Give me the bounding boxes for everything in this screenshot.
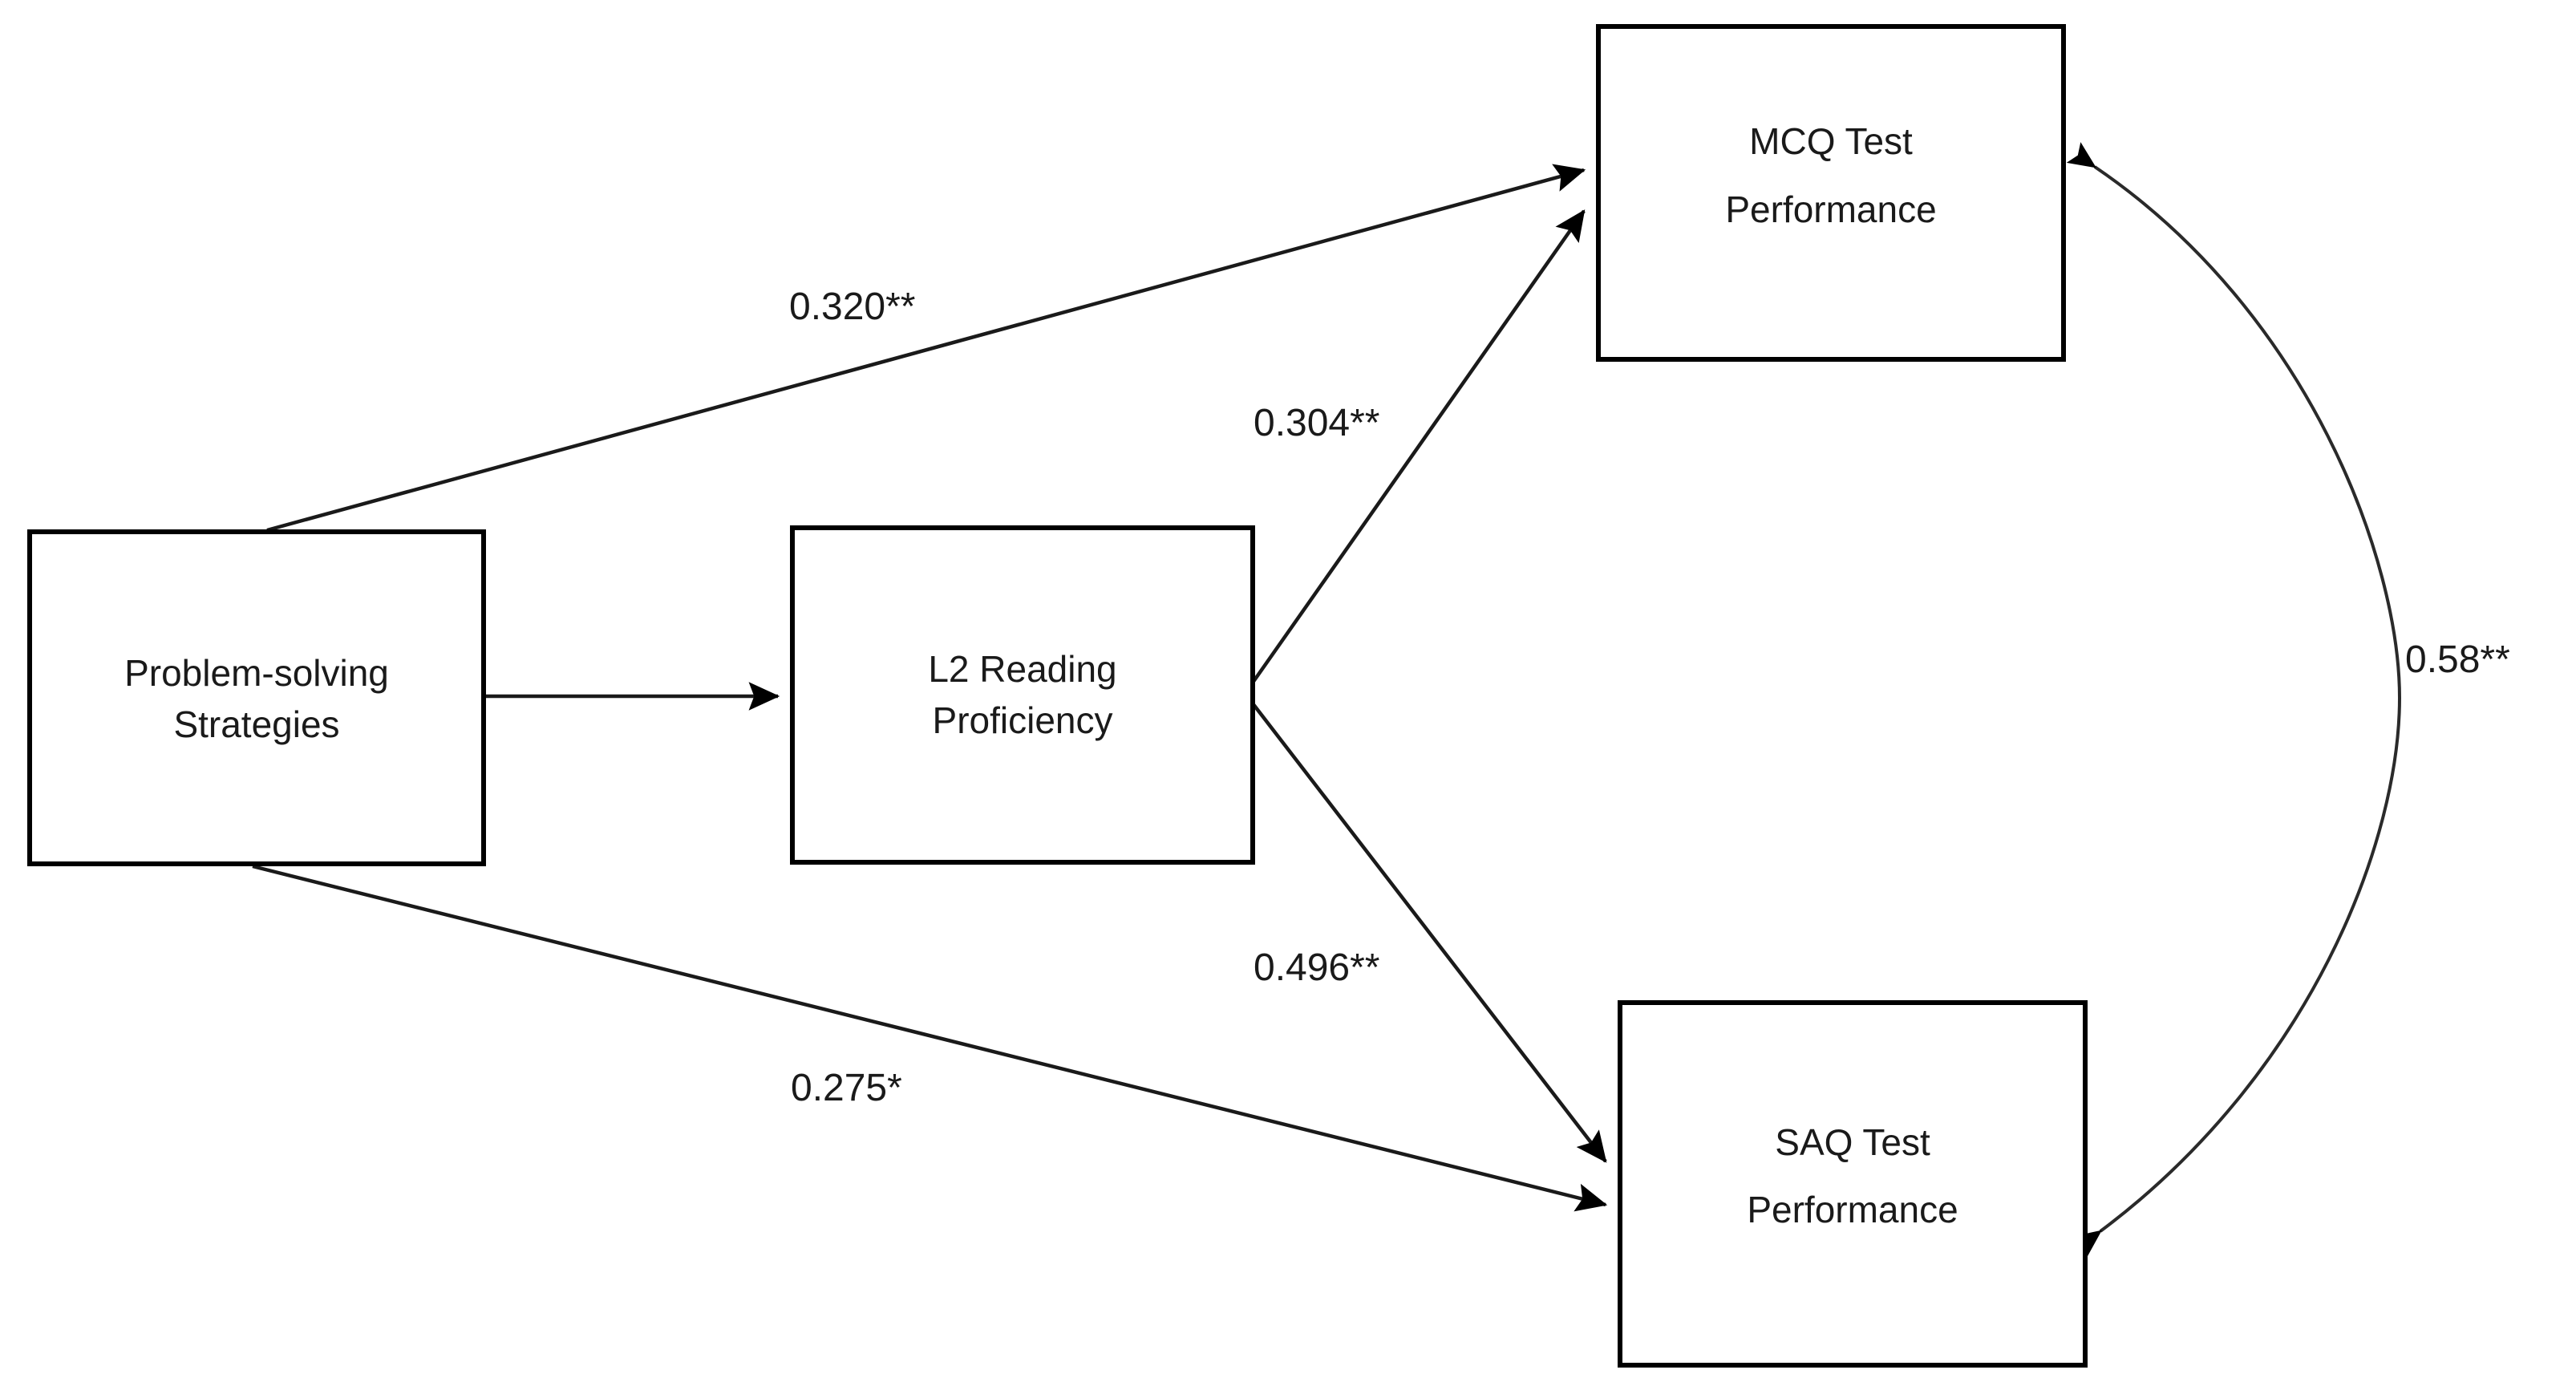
node-problem-solving-strategies[interactable]: Problem-solving Strategies bbox=[27, 529, 486, 866]
coefficient-label-mcq-saq-covariance: 0.58** bbox=[2405, 638, 2510, 681]
node-l2-reading-proficiency[interactable]: L2 Reading Proficiency bbox=[790, 525, 1255, 865]
path-line-l2-to-mcq bbox=[1251, 209, 1586, 684]
node-label-saq-test-performance-line2: Performance bbox=[1747, 1189, 1958, 1230]
path-line-l2-to-saq bbox=[1251, 702, 1607, 1163]
node-label-saq-test-performance-line1: SAQ Test bbox=[1775, 1121, 1930, 1163]
node-box-mcq-test-performance[interactable] bbox=[1596, 24, 2066, 362]
path-line-pss-to-saq bbox=[252, 864, 1608, 1212]
node-box-problem-solving-strategies[interactable] bbox=[27, 529, 486, 866]
path-line-covariance-upper bbox=[2066, 142, 2401, 699]
node-label-l2-reading-proficiency-line1: L2 Reading bbox=[928, 648, 1116, 690]
coefficient-label-l2-to-mcq: 0.304** bbox=[1254, 402, 1379, 444]
coefficient-label-pss-to-saq: 0.275* bbox=[791, 1067, 902, 1109]
node-label-mcq-test-performance-line1: MCQ Test bbox=[1749, 120, 1913, 162]
coefficient-label-l2-to-saq: 0.496** bbox=[1254, 946, 1379, 989]
node-label-problem-solving-strategies-line1: Problem-solving bbox=[124, 652, 389, 694]
node-box-l2-reading-proficiency[interactable] bbox=[790, 525, 1255, 865]
node-saq-test-performance[interactable]: SAQ Test Performance bbox=[1618, 1000, 2088, 1368]
node-label-mcq-test-performance-line2: Performance bbox=[1725, 188, 1936, 230]
node-mcq-test-performance[interactable]: MCQ Test Performance bbox=[1596, 24, 2066, 362]
path-line-pss-to-mcq bbox=[266, 164, 1586, 533]
node-label-problem-solving-strategies-line2: Strategies bbox=[173, 703, 339, 745]
coefficient-label-pss-to-mcq: 0.320** bbox=[789, 286, 915, 328]
path-line-covariance-lower bbox=[2072, 697, 2401, 1257]
node-label-l2-reading-proficiency-line2: Proficiency bbox=[933, 699, 1113, 741]
node-box-saq-test-performance[interactable] bbox=[1618, 1000, 2088, 1368]
